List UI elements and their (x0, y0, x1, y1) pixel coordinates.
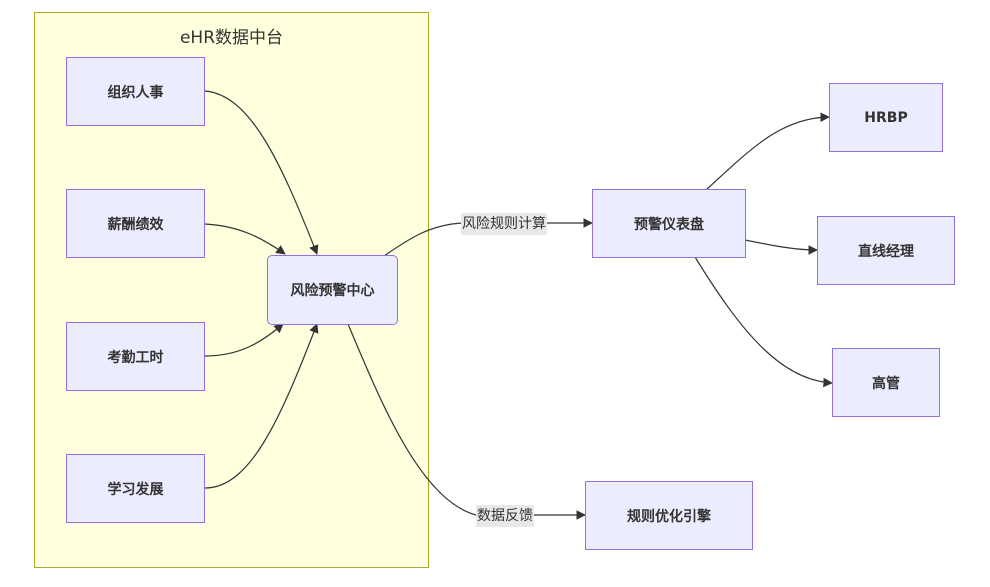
node-learning[interactable]: 学习发展 (66, 454, 205, 523)
edge-attendance-to-risk (204, 323, 284, 357)
node-line-manager[interactable]: 直线经理 (817, 216, 955, 285)
edge-risk-to-rule-engine (347, 323, 586, 520)
edge-label-rule-calc: 风险规则计算 (461, 213, 547, 235)
node-dashboard[interactable]: 预警仪表盘 (592, 189, 746, 258)
cluster-title: eHR数据中台 (179, 28, 284, 48)
node-attendance[interactable]: 考勤工时 (66, 322, 205, 391)
edge-dashboard-to-line-manager (744, 239, 818, 255)
edge-dashboard-to-hrbp (706, 112, 830, 190)
edge-dashboard-to-executive (694, 256, 833, 388)
node-org[interactable]: 组织人事 (66, 57, 205, 126)
node-rule-engine[interactable]: 规则优化引擎 (585, 481, 753, 550)
edge-label-data-feedback: 数据反馈 (476, 505, 534, 527)
edge-org-to-risk (204, 90, 319, 255)
edge-salary-to-risk (204, 223, 286, 255)
node-salary[interactable]: 薪酬绩效 (66, 189, 205, 258)
node-risk-center[interactable]: 风险预警中心 (267, 255, 398, 325)
node-executive[interactable]: 高管 (832, 348, 940, 417)
edge-learning-to-risk (204, 323, 319, 489)
node-hrbp[interactable]: HRBP (829, 83, 943, 152)
